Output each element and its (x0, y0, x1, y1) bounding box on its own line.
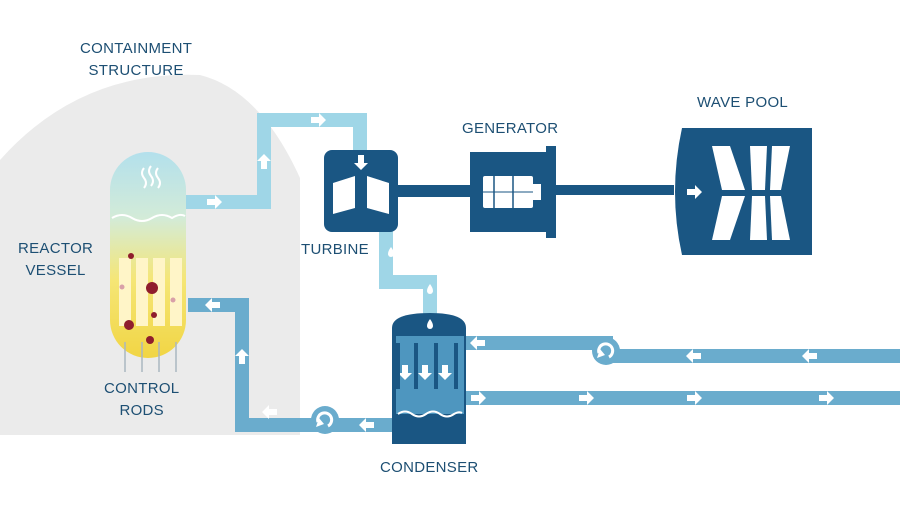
wave-pool (675, 128, 812, 255)
pump-icon (311, 406, 339, 434)
turbine-shaft (398, 185, 470, 197)
steam-pipe (186, 113, 437, 318)
water-drop-icon (427, 284, 433, 294)
wave-pool-label: WAVE POOL (697, 94, 789, 111)
generator-shaft (556, 185, 674, 195)
label-line: CONTROL (104, 380, 180, 397)
control-rods (119, 258, 182, 372)
steam-wave-icon (155, 167, 161, 189)
water-drop-icon (388, 247, 394, 257)
generator-label: GENERATOR (462, 120, 559, 137)
fuel-particles (119, 253, 176, 344)
cooling-water-pipes (464, 336, 900, 405)
condenser (392, 313, 466, 444)
steam-wave-icon (148, 165, 154, 187)
steam-wave-icon (141, 167, 147, 189)
control-rods-label: CONTROL RODS (104, 378, 179, 422)
reactor-vessel-label: REACTOR VESSEL (18, 238, 93, 282)
reactor-vessel (110, 152, 186, 372)
containment-structure-label: CONTAINMENT STRUCTURE (80, 38, 192, 82)
label-line: REACTOR (18, 240, 94, 257)
pump-icon (592, 337, 620, 365)
generator (470, 146, 556, 238)
label-line: RODS (119, 402, 164, 419)
label-line: STRUCTURE (88, 62, 184, 79)
turbine (324, 150, 398, 232)
feedwater-pipe (188, 298, 398, 434)
water-drop-icon (427, 319, 433, 329)
condenser-label: CONDENSER (380, 459, 479, 476)
label-line: VESSEL (25, 262, 86, 279)
label-line: CONTAINMENT (80, 40, 193, 57)
turbine-label: TURBINE (301, 241, 369, 258)
